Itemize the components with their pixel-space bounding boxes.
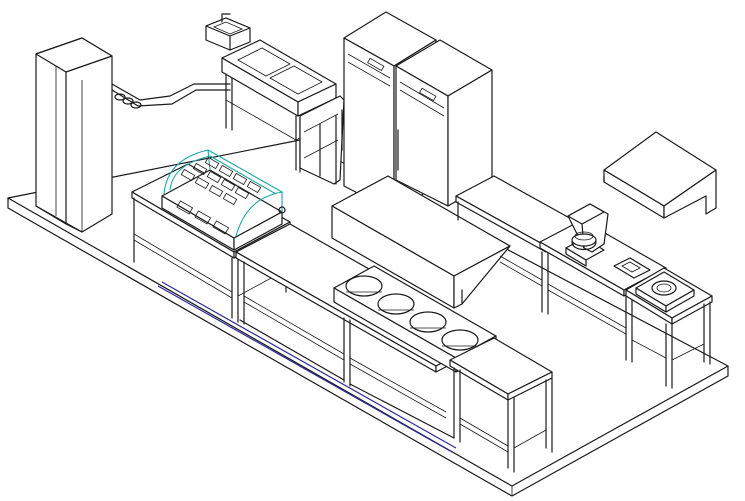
prep-table-run xyxy=(239,319,455,439)
display-warmer xyxy=(161,149,286,251)
refrigerator-right xyxy=(395,39,493,207)
exhaust-hood-wall xyxy=(603,131,717,219)
cooking-island-hood xyxy=(331,175,511,309)
prep-table-right-front xyxy=(539,219,667,363)
small-scale xyxy=(613,257,651,279)
supply-pipe xyxy=(111,83,231,109)
floor-outline xyxy=(7,139,729,497)
tall-fridge-left xyxy=(35,37,113,233)
hand-sink xyxy=(205,13,251,51)
floor-drain-channel xyxy=(157,281,457,453)
induction-hob xyxy=(635,271,695,313)
double-sink-unit xyxy=(221,39,345,185)
induction-wok-range xyxy=(333,265,497,373)
prep-table-front-right xyxy=(449,337,553,473)
planetary-mixer xyxy=(565,203,609,267)
